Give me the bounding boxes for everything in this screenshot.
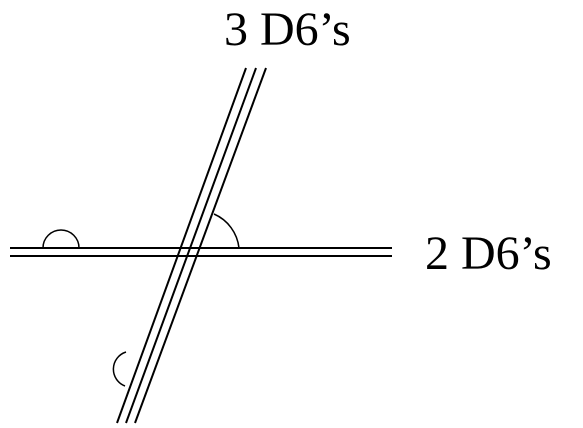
lower-angle-arc <box>112 351 127 387</box>
intersection-angle-arc <box>213 213 240 249</box>
diagonal-brane-stack <box>116 67 267 424</box>
diagonal-stack-label: 3 D6’s <box>224 3 351 56</box>
diagonal-brane-line-3 <box>134 67 267 424</box>
diagonal-brane-line-1 <box>116 67 247 424</box>
horizontal-stack-label: 2 D6’s <box>425 227 552 280</box>
horizontal-brane-stack <box>10 247 392 257</box>
diagonal-brane-line-2 <box>125 67 257 424</box>
left-angle-arc <box>42 229 80 249</box>
